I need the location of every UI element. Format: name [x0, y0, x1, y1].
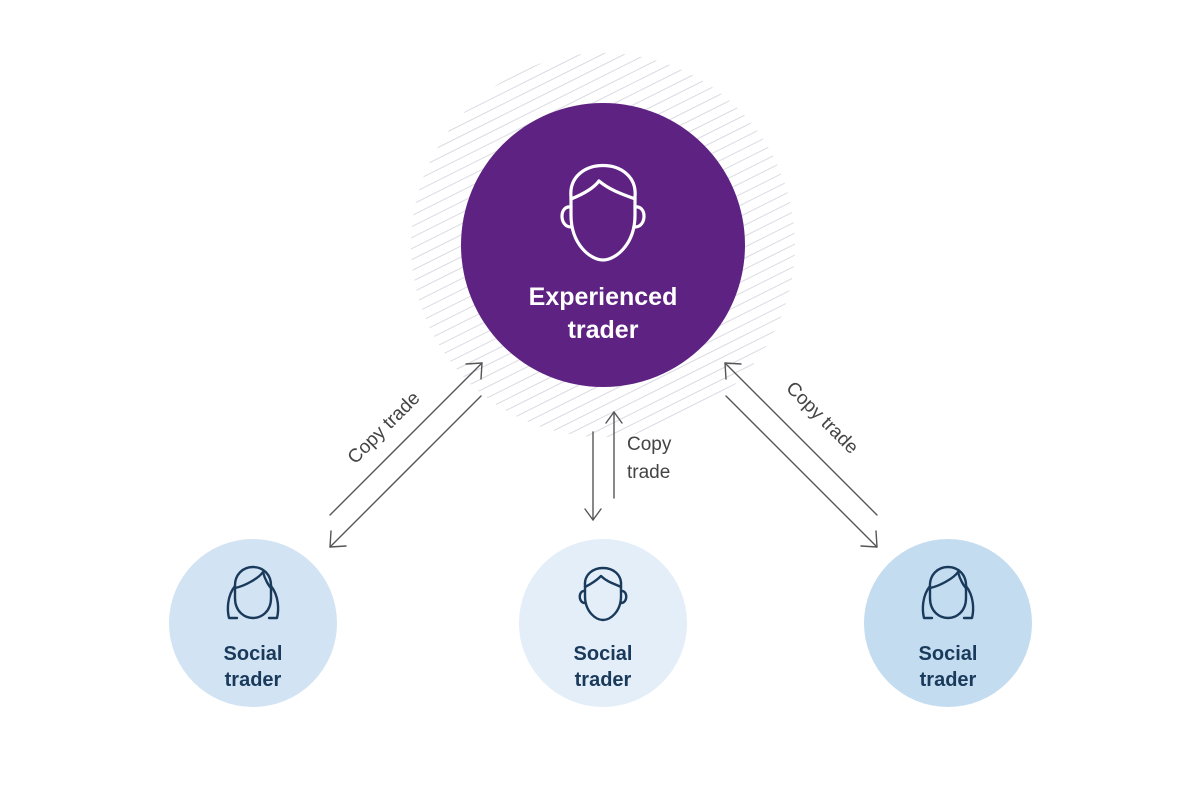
leaf-label-right-line1: Social	[919, 643, 978, 665]
edge-label-right: Copy trade	[782, 378, 863, 459]
edge-center-arrows	[584, 411, 623, 521]
hatch-line	[411, 53, 795, 86]
female-head-icon	[921, 565, 975, 620]
male-head-icon	[560, 164, 646, 262]
arrow-right-up	[724, 362, 878, 516]
hatch-line	[411, 53, 795, 97]
leaf-label-center-line1: Social	[574, 643, 633, 665]
hatch-line	[411, 264, 795, 437]
leaf-circle-left	[169, 539, 337, 707]
arrow-left-down	[329, 395, 482, 548]
arrowhead-left-down	[329, 530, 347, 548]
leaf-label-center-line2: trader	[575, 669, 632, 691]
hatch-line	[411, 53, 795, 75]
leaf-node-left: Social trader	[169, 539, 337, 707]
arrow-right-down	[725, 395, 878, 548]
hatch-line	[343, 0, 863, 52]
arrowhead-left-up	[465, 362, 483, 380]
edge-label-left: Copy trade	[344, 388, 425, 469]
female-head-icon	[226, 565, 280, 620]
leaf-label-left-line2: trader	[225, 669, 282, 691]
male-head-icon	[578, 566, 628, 622]
edge-right-arrows	[724, 362, 878, 548]
hatch-line	[411, 53, 795, 218]
hub-label-line2: trader	[568, 316, 639, 344]
leaf-label-left-line1: Social	[224, 643, 283, 665]
edge-label-center-line2: trade	[627, 462, 670, 483]
leaf-circle-center	[519, 539, 687, 707]
leaf-node-center: Social trader	[519, 539, 687, 707]
hub-label-line1: Experienced	[529, 283, 678, 311]
arrow-left-up	[329, 362, 483, 516]
leaf-node-right: Social trader	[864, 539, 1032, 707]
leaf-label-right-line2: trader	[920, 669, 977, 691]
hatch-line	[411, 53, 795, 229]
arrowhead-center-up	[605, 411, 623, 424]
arrowhead-right-down	[860, 530, 878, 548]
edge-label-center-line1: Copy	[627, 434, 672, 455]
hatch-line	[343, 0, 863, 30]
hatch-line	[343, 0, 863, 41]
hatch-line	[411, 275, 795, 437]
edge-left-arrows	[329, 362, 483, 548]
hatch-line	[411, 53, 795, 119]
hub-circle	[461, 103, 745, 387]
hatch-line	[343, 0, 863, 19]
hatch-line	[343, 0, 863, 8]
arrowhead-right-up	[724, 362, 742, 380]
hatch-line	[411, 53, 795, 207]
leaf-circle-right	[864, 539, 1032, 707]
arrowhead-center-down	[584, 508, 602, 521]
